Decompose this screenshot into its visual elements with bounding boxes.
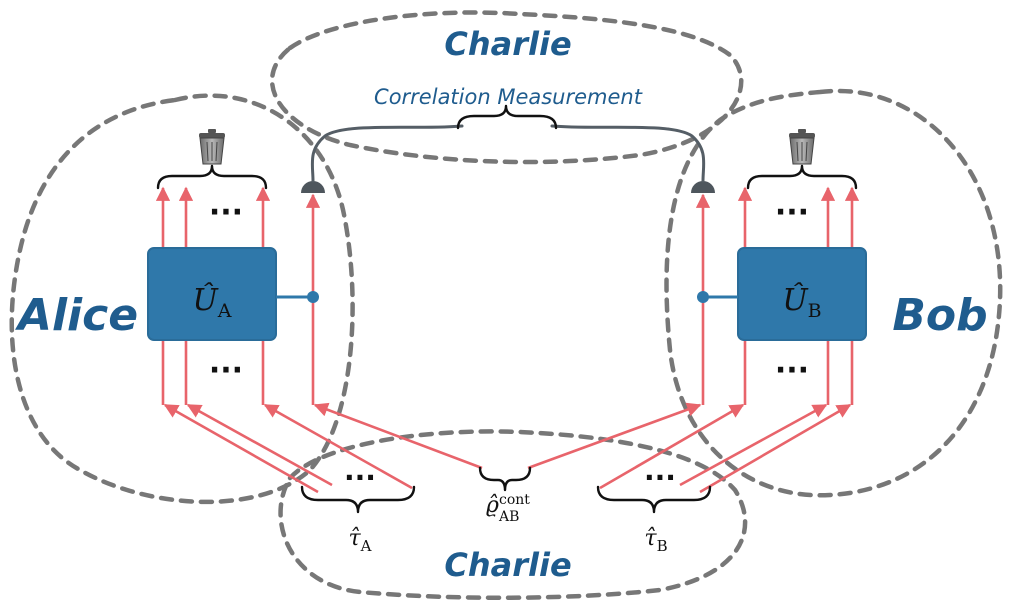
tau-b-brace bbox=[596, 485, 712, 514]
rho-sup: cont bbox=[499, 492, 530, 508]
tau-a-dots: ··· bbox=[344, 461, 376, 494]
rho-sub: AB bbox=[498, 509, 519, 525]
rho-label: ϱ̂ bbox=[486, 493, 499, 518]
charlie-top-region bbox=[269, 10, 744, 165]
alice-dots-top: ··· bbox=[209, 195, 243, 230]
unitary-a-label: ÛA bbox=[192, 282, 231, 322]
measurement-cable-left bbox=[310, 124, 464, 183]
trash-can-icon bbox=[789, 129, 815, 165]
charlie-top-label: Charlie bbox=[444, 25, 571, 63]
tau-b-dots: ··· bbox=[644, 461, 676, 494]
unitary-b-box bbox=[737, 247, 867, 341]
bob-label: Bob bbox=[892, 290, 987, 341]
rho-brace bbox=[478, 466, 532, 492]
control-b-dot bbox=[697, 291, 709, 303]
tau-b-label: τ̂B bbox=[644, 526, 667, 555]
bob-dots-bottom: ··· bbox=[775, 353, 809, 388]
control-a-dot bbox=[307, 291, 319, 303]
measurement-cable-right bbox=[550, 124, 706, 183]
bob-dots-top: ··· bbox=[775, 195, 809, 230]
measurement-brace bbox=[456, 104, 558, 130]
bob-feed-lines bbox=[527, 402, 852, 494]
charlie-bottom-label: Charlie bbox=[444, 546, 571, 584]
tau-a-brace bbox=[300, 485, 416, 514]
alice-feed-lines bbox=[163, 402, 483, 494]
measurement-label: Correlation Measurement bbox=[374, 85, 643, 109]
detector-icon bbox=[691, 181, 715, 193]
unitary-a-box bbox=[147, 247, 277, 341]
unitary-b-label: ÛB bbox=[782, 282, 821, 322]
charlie-bottom-region bbox=[278, 429, 748, 601]
alice-region bbox=[9, 93, 355, 505]
trash-can-icon bbox=[199, 129, 225, 165]
tau-a-label: τ̂A bbox=[348, 526, 371, 555]
alice-dots-bottom: ··· bbox=[209, 353, 243, 388]
bob-discard-brace bbox=[746, 164, 858, 190]
detector-icon bbox=[301, 181, 325, 193]
alice-discard-brace bbox=[156, 164, 268, 190]
alice-label: Alice bbox=[15, 290, 138, 341]
